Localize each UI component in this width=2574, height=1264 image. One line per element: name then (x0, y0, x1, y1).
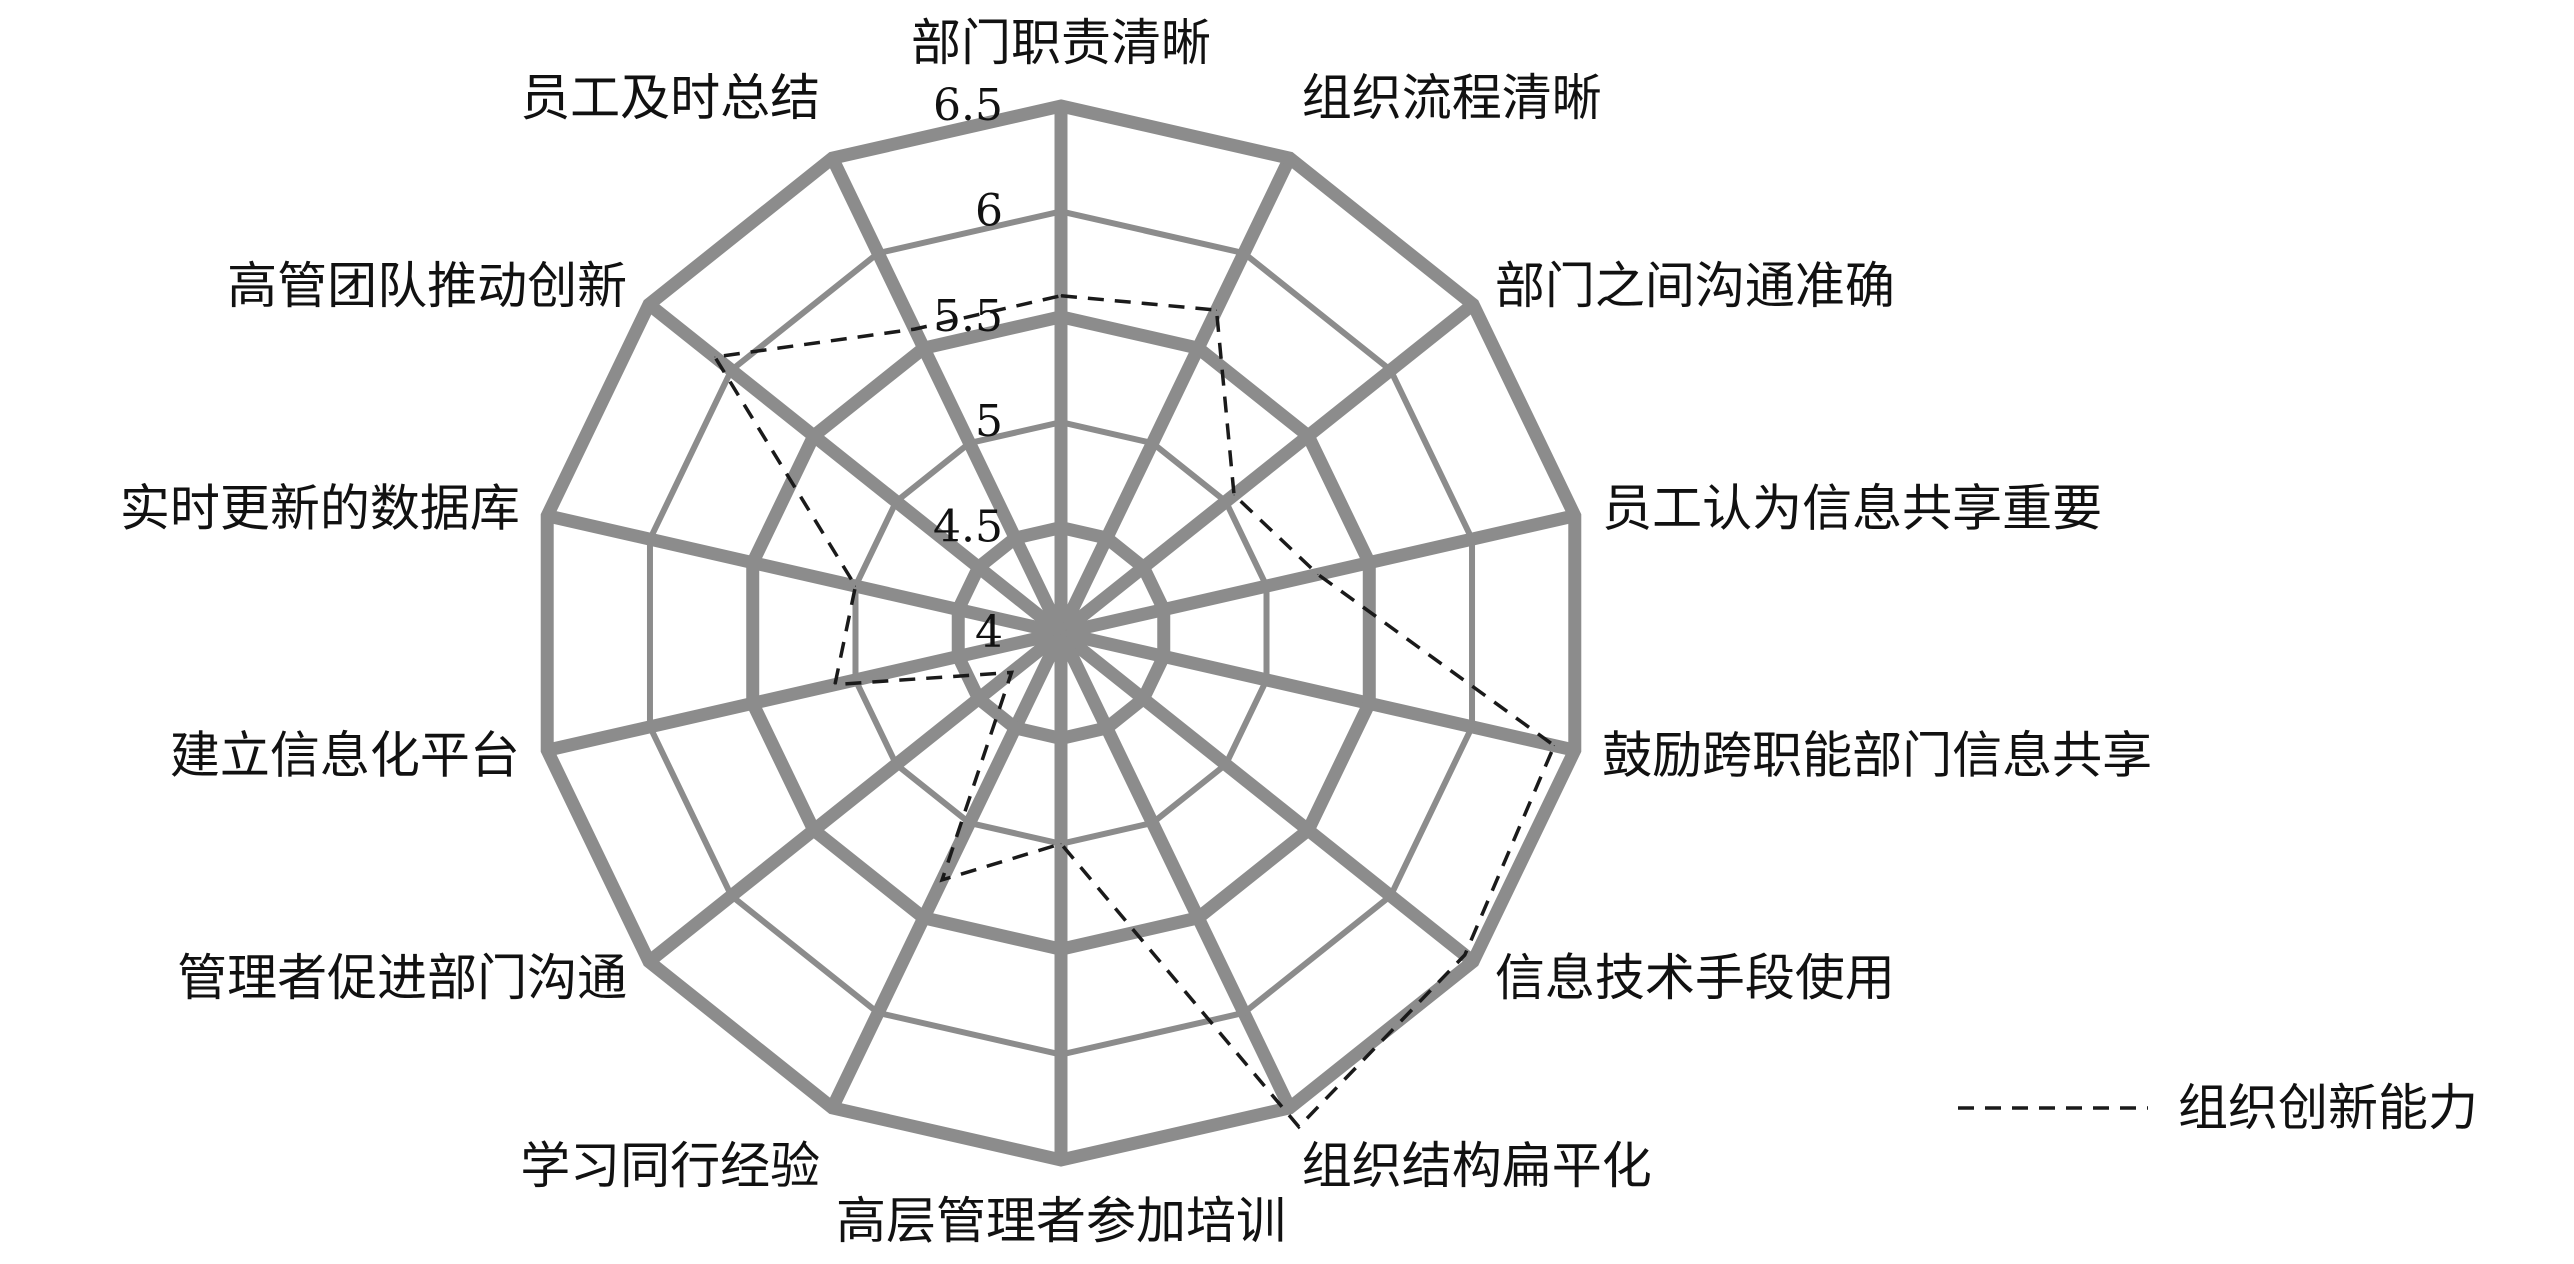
tick-label: 4.5 (933, 502, 1003, 553)
ring-5.5 (746, 310, 1376, 956)
series-line-0 (712, 293, 1557, 1130)
spoke-6 (1055, 630, 1296, 1111)
axis-label-5: 信息技术手段使用 (1495, 949, 1895, 1007)
ring-4.5 (951, 520, 1171, 746)
series-point-6 (1298, 1126, 1300, 1128)
tick-label: 6.5 (933, 80, 1003, 131)
spoke-5 (1056, 627, 1478, 967)
series-point-3 (1317, 573, 1319, 575)
axis-label-2: 部门之间沟通准确 (1495, 257, 1895, 315)
spoke-1 (1055, 155, 1296, 636)
axis-label-9: 管理者促进部门沟通 (177, 949, 627, 1007)
spoke-9 (644, 627, 1066, 967)
radar-series (712, 293, 1557, 1130)
series-point-10 (834, 684, 836, 686)
spoke-10 (545, 626, 1063, 757)
axis-label-4: 鼓励跨职能部门信息共享 (1602, 726, 2152, 784)
ring-6 (646, 208, 1476, 1058)
series-point-13 (914, 328, 916, 330)
axis-label-3: 员工认为信息共享重要 (1602, 480, 2102, 538)
axis-label-11: 实时更新的数据库 (120, 480, 520, 538)
ring-6.5 (540, 99, 1582, 1167)
legend-label: 组织创新能力 (2178, 1079, 2478, 1137)
axis-label-12: 高管团队推动创新 (227, 257, 627, 315)
series-point-2 (1233, 494, 1235, 496)
spoke-4 (1059, 626, 1577, 757)
axis-label-13: 员工及时总结 (520, 69, 820, 127)
series-point-11 (854, 585, 856, 587)
radar-tick-labels: 4 4.5 5 5.5 6 6.5 (933, 80, 1003, 658)
tick-label: 5.5 (933, 291, 1003, 342)
series-point-8 (941, 879, 943, 881)
spoke-2 (1056, 299, 1478, 639)
spoke-13 (826, 155, 1067, 636)
series-point-5 (1464, 954, 1466, 956)
series-point-4 (1553, 745, 1555, 747)
axis-label-1: 组织流程清晰 (1302, 69, 1602, 127)
spoke-11 (545, 509, 1063, 640)
axis-label-7: 高层管理者参加培训 (836, 1192, 1286, 1250)
series-point-7 (1060, 843, 1062, 845)
radar-axis-labels: 部门职责清晰组织流程清晰部门之间沟通准确员工认为信息共享重要鼓励跨职能部门信息共… (120, 14, 2152, 1250)
axis-label-0: 部门职责清晰 (911, 14, 1211, 72)
series-point-0 (1060, 295, 1062, 297)
series-point-9 (1011, 671, 1013, 673)
legend: 组织创新能力 (1958, 1079, 2478, 1137)
axis-label-6: 组织结构扁平化 (1302, 1137, 1652, 1195)
series-point-12 (714, 356, 716, 358)
spoke-8 (826, 630, 1067, 1111)
tick-label: 6 (975, 185, 1003, 236)
axis-label-10: 建立信息化平台 (170, 726, 520, 784)
tick-label: 4 (975, 607, 1003, 658)
axis-label-8: 学习同行经验 (520, 1137, 820, 1195)
tick-label: 5 (975, 396, 1003, 447)
series-point-1 (1215, 309, 1217, 311)
